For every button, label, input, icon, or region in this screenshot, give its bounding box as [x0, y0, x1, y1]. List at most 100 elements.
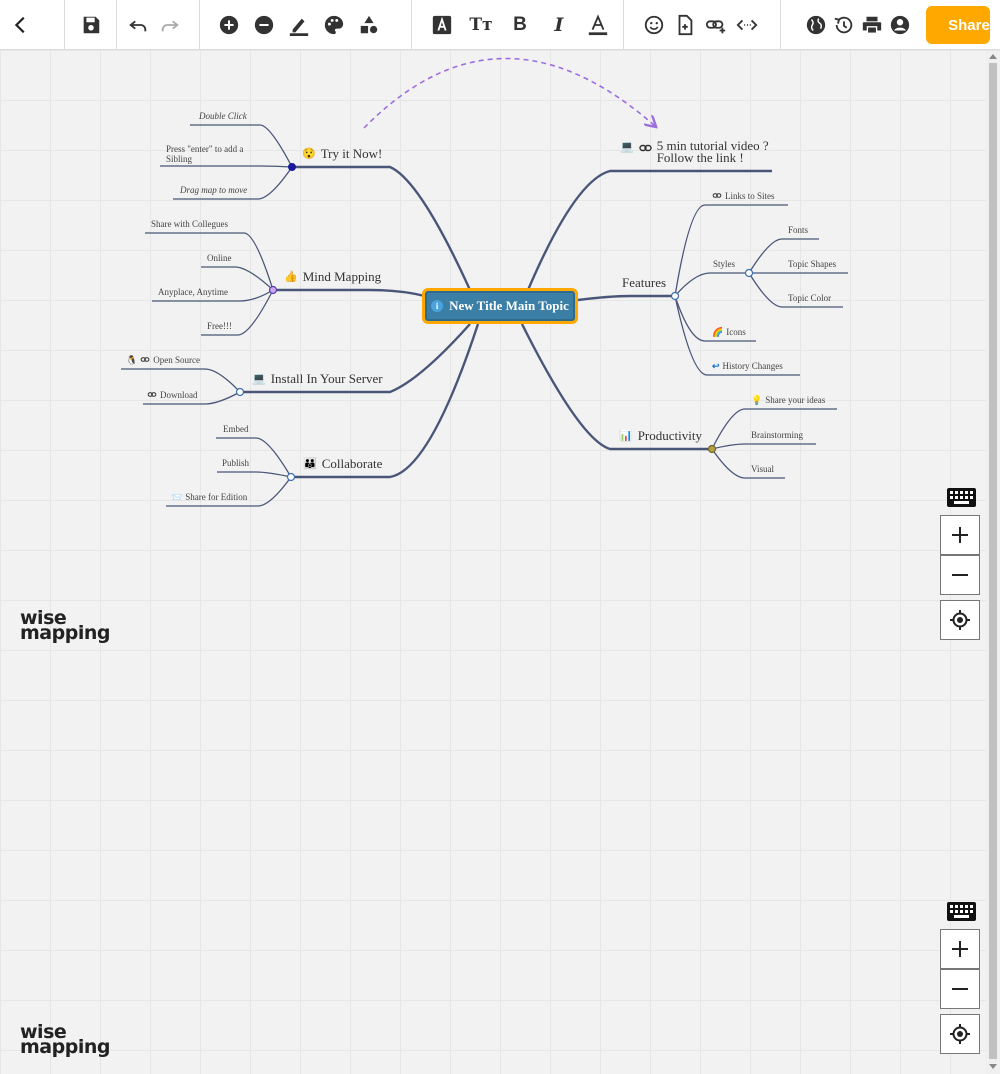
add-topic-icon[interactable]	[217, 13, 241, 37]
info-icon: i	[431, 300, 444, 312]
shapes-icon[interactable]	[357, 13, 381, 37]
line-color-icon[interactable]	[287, 13, 311, 37]
topic-label: Features	[622, 275, 667, 290]
redo-icon[interactable]	[158, 13, 182, 37]
italic-icon[interactable]: I	[554, 13, 564, 36]
logo-line2: mapping	[20, 1036, 110, 1058]
zoom-in-button[interactable]	[940, 515, 980, 555]
subtopic-label: Download	[160, 390, 198, 400]
subtopic-share-ideas[interactable]: 💡 Share your ideas	[751, 395, 825, 405]
subtopic-icons[interactable]: 🌈 Icons	[712, 327, 746, 337]
emoji-icon[interactable]	[642, 13, 666, 37]
subtopic-double-click[interactable]: Double Click	[199, 111, 247, 121]
logo-line1: wise	[20, 1021, 67, 1043]
branch-tutorial	[526, 169, 772, 291]
branch-mind	[273, 288, 426, 298]
keyboard-icon[interactable]	[947, 902, 976, 921]
subtopic-anyplace[interactable]: Anyplace, Anytime	[158, 287, 228, 297]
vertical-scrollbar[interactable]	[986, 51, 1000, 1074]
delete-topic-icon[interactable]	[252, 13, 276, 37]
link-icon	[147, 390, 157, 400]
subtopic-styles[interactable]: Styles	[713, 259, 736, 269]
topic-install-server[interactable]: 💻 Install In Your Server	[252, 371, 383, 387]
logo-line1: wise	[20, 607, 67, 629]
zoom-out-button[interactable]	[940, 555, 980, 595]
bold-icon[interactable]: B	[513, 13, 527, 35]
branch-features	[577, 294, 675, 302]
keyboard-icon[interactable]	[947, 488, 976, 507]
toolbar-group-nav	[0, 0, 65, 50]
branch-collab	[291, 323, 480, 479]
toolbar: Tт B I	[0, 0, 1000, 50]
laptop-icon: 💻	[620, 141, 634, 153]
print-icon[interactable]	[861, 13, 883, 37]
node-install	[235, 387, 245, 397]
topic-features[interactable]: Features	[622, 275, 666, 291]
font-size-icon[interactable]: Tт	[469, 14, 493, 35]
zoom-in-button[interactable]	[940, 929, 980, 969]
envelope-icon: 📨	[171, 491, 183, 502]
topic-collaborate[interactable]: 👪 Collaborate	[303, 456, 382, 472]
subtopic-publish[interactable]: Publish	[222, 458, 250, 468]
subtopic-share-colleagues[interactable]: Share with Collegues	[151, 219, 228, 229]
return-arrow-icon: ↩	[712, 360, 720, 371]
node-productivity	[707, 444, 717, 454]
globe-icon[interactable]	[805, 13, 827, 37]
subtopic-label: Links to Sites	[725, 191, 775, 201]
scroll-up-arrow-icon[interactable]	[989, 54, 997, 59]
logo-line2: mapping	[20, 622, 110, 644]
minus-icon	[952, 988, 968, 990]
topic-tutorial[interactable]: 💻 5 min tutorial video ? Follow the link…	[620, 138, 769, 164]
zoom-out-button[interactable]	[940, 969, 980, 1009]
toolbar-group-insert	[624, 0, 781, 50]
center-map-button[interactable]	[940, 600, 980, 640]
share-button[interactable]: Share	[926, 6, 990, 44]
subtopic-open-source[interactable]: 🐧 Open Source	[126, 355, 200, 365]
subtopic-visual[interactable]: Visual	[751, 464, 774, 474]
subtopic-fonts[interactable]: Fonts	[788, 225, 809, 235]
subtopic-brainstorming[interactable]: Brainstorming	[751, 430, 803, 440]
subtopic-press-enter[interactable]: Press "enter" to add a Sibling	[166, 144, 244, 164]
topic-productivity[interactable]: 📊 Productivity	[619, 428, 702, 444]
subtopic-label: Open Source	[153, 355, 200, 365]
subtopic-download[interactable]: Download	[147, 390, 198, 400]
link-icon	[639, 141, 652, 157]
penguin-icon: 🐧	[126, 354, 138, 365]
scroll-thumb[interactable]	[989, 63, 997, 1059]
account-icon[interactable]	[889, 13, 911, 37]
toolbar-group-font: Tт B I	[412, 0, 624, 50]
subtopic-topic-color[interactable]: Topic Color	[788, 293, 832, 303]
topic-try-it-now[interactable]: 😯 Try it Now!	[302, 146, 382, 162]
link-icon[interactable]	[704, 13, 728, 37]
thumbs-up-icon: 👍	[284, 270, 298, 283]
palette-icon[interactable]	[322, 13, 346, 37]
center-map-button[interactable]	[940, 1014, 980, 1054]
subtopic-topic-shapes[interactable]: Topic Shapes	[788, 259, 837, 269]
back-arrow-icon[interactable]	[9, 13, 33, 37]
font-icon[interactable]	[430, 13, 454, 37]
topic-label: 5 min tutorial video ? Follow the link !	[656, 138, 769, 164]
note-icon[interactable]	[673, 13, 697, 37]
topic-label-line1: 5 min tutorial video ?	[656, 138, 769, 153]
subtopic-history[interactable]: ↩ History Changes	[712, 361, 783, 371]
subtopic-online[interactable]: Online	[207, 253, 232, 263]
branch-productivity	[520, 323, 712, 451]
scroll-down-arrow-icon[interactable]	[989, 1064, 997, 1069]
toolbar-group-topic	[200, 0, 412, 50]
save-icon[interactable]	[79, 13, 103, 37]
topic-mind-mapping[interactable]: 👍 Mind Mapping	[284, 269, 381, 285]
subtopic-label: Share for Edition	[185, 492, 248, 502]
subtopic-links-sites[interactable]: Links to Sites	[712, 191, 775, 201]
subtopic-share-edition[interactable]: 📨 Share for Edition	[171, 492, 247, 502]
history-icon[interactable]	[833, 13, 855, 37]
undo-icon[interactable]	[126, 13, 150, 37]
subtopic-free[interactable]: Free!!!	[207, 321, 232, 331]
link-icon	[140, 355, 150, 365]
font-color-icon[interactable]	[586, 13, 610, 37]
subtopic-embed[interactable]: Embed	[223, 424, 249, 434]
node-collab	[286, 472, 296, 482]
code-icon[interactable]	[735, 13, 759, 37]
central-topic[interactable]: i New Title Main Topic	[422, 288, 578, 324]
subtopic-drag-map[interactable]: Drag map to move	[180, 185, 248, 195]
node-mind	[268, 285, 278, 295]
